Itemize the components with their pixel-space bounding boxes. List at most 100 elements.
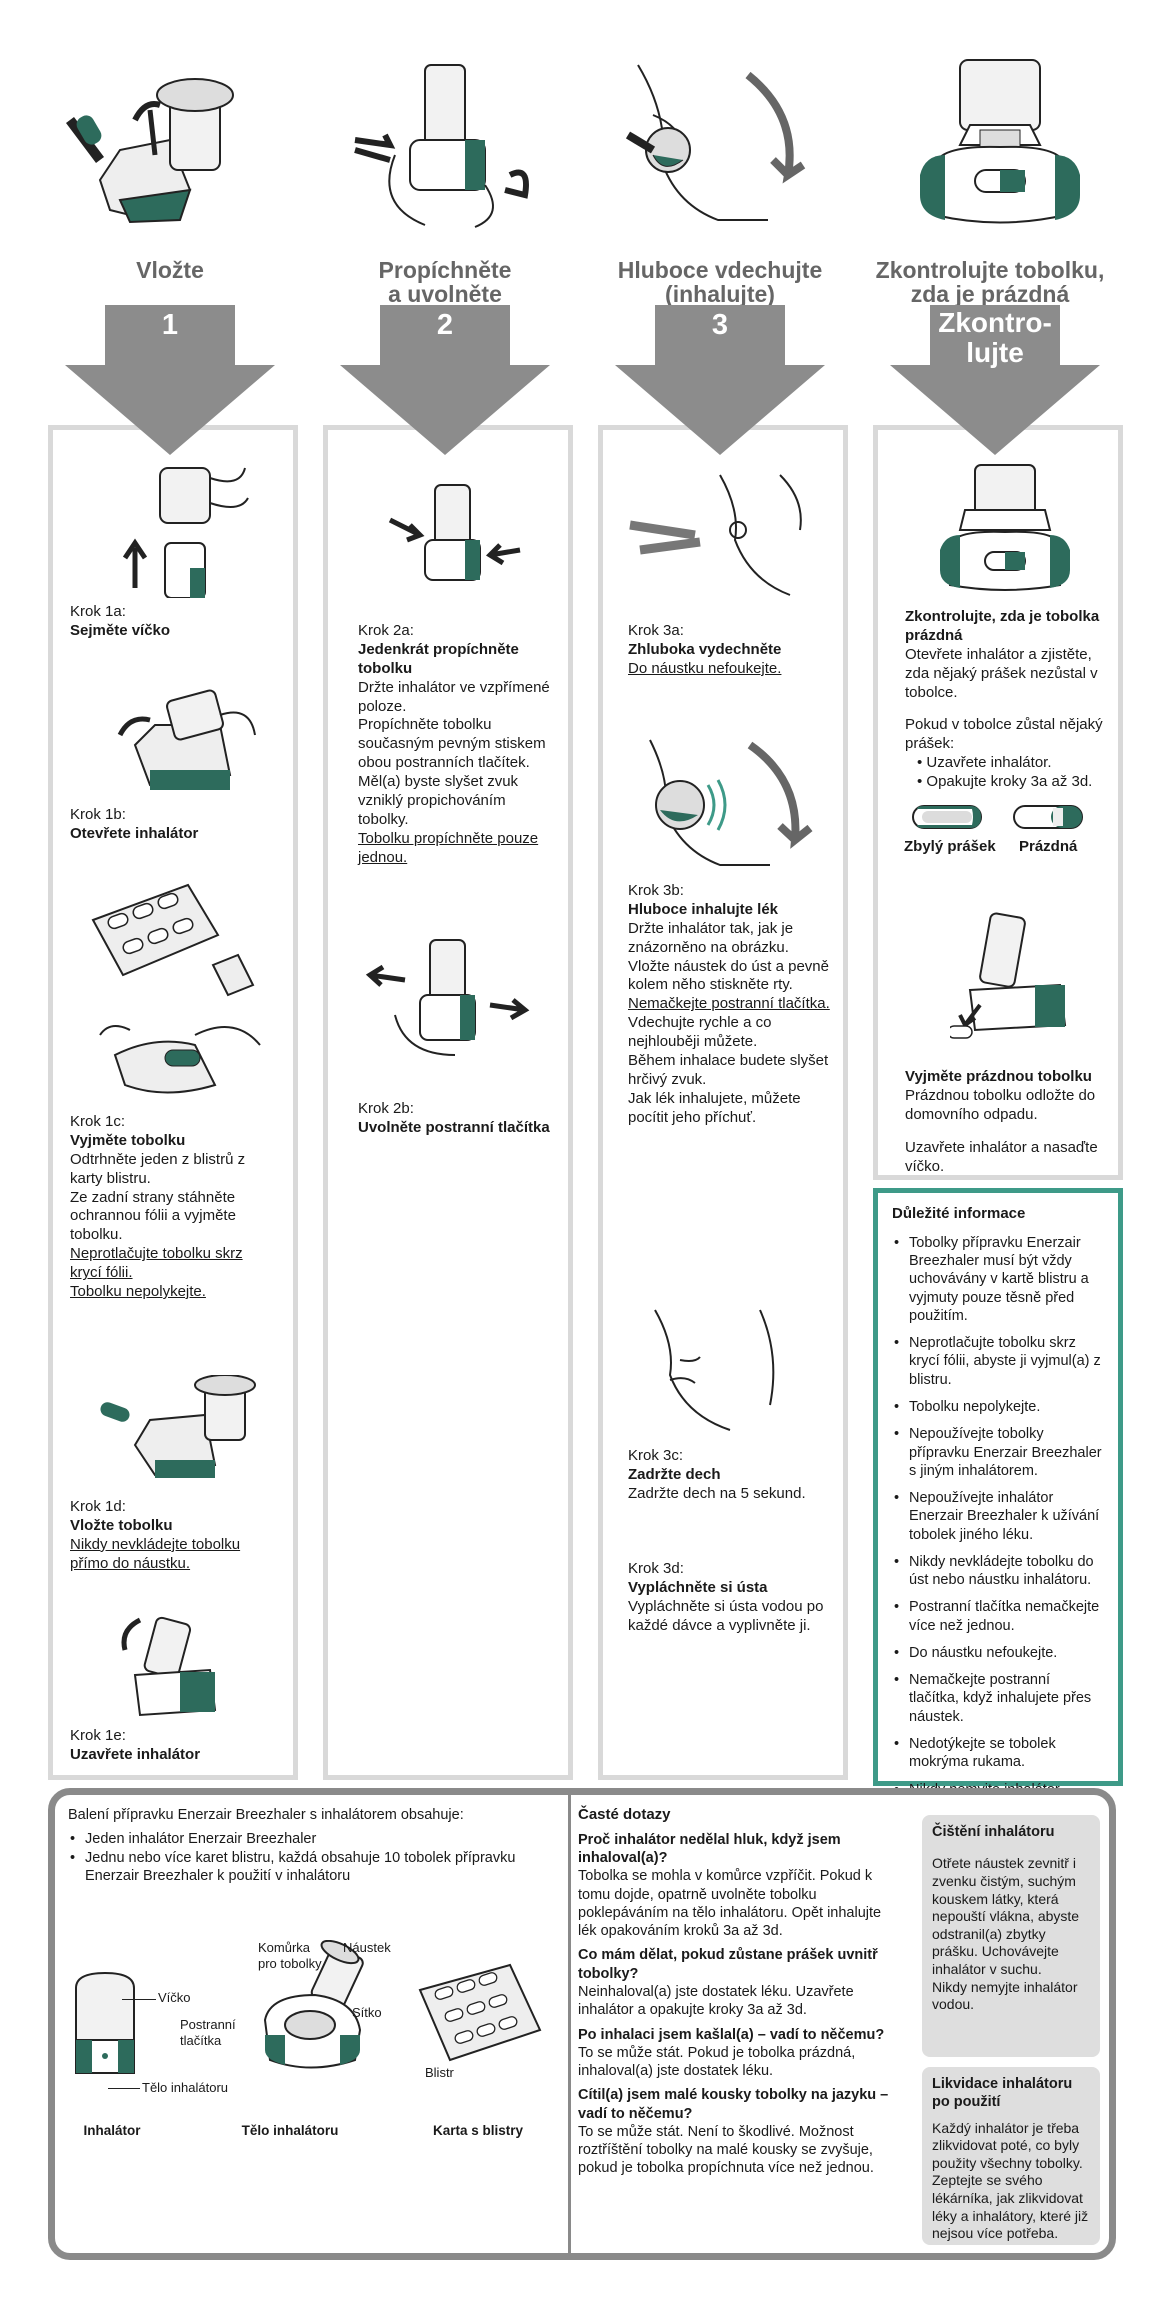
remove-cap-illustration bbox=[120, 458, 250, 598]
step-2a: Krok 2a: Jedenkrát propíchněte tobolku D… bbox=[358, 622, 558, 868]
pierce-small-illustration bbox=[385, 480, 525, 600]
step-3b-warning: Nemačkejte postranní tlačítka. bbox=[628, 995, 830, 1013]
step-1d: Krok 1d: Vložte tobolku Nikdy nevkládejt… bbox=[70, 1498, 270, 1574]
remove-capsule-text: Prázdnou tobolku odložte do domovního od… bbox=[905, 1086, 1096, 1123]
hold-breath-illustration bbox=[640, 1305, 820, 1435]
important-info-item: Postranní tlačítka nemačkejte více než j… bbox=[892, 1598, 1104, 1635]
step-1e-title: Uzavřete inhalátor bbox=[70, 1745, 201, 1763]
step-3b-text-1: Držte inhalátor tak, jak je znázorněno n… bbox=[628, 919, 829, 994]
check-capsule-text-2: Pokud v tobolce zůstal nějaký prášek: bbox=[905, 716, 1103, 753]
heading-pierce: Propíchněte a uvolněte bbox=[378, 257, 512, 308]
capsule-powder-icon bbox=[912, 805, 982, 829]
important-info-item: Nepoužívejte inhalátor Enerzair Breezhal… bbox=[892, 1489, 1104, 1544]
step-3d: Krok 3d: Vypláchněte si ústa Vypláchněte… bbox=[628, 1560, 843, 1636]
step-3b-number: Krok 3b: bbox=[628, 882, 684, 899]
important-info-item: Do náustku nefoukejte. bbox=[892, 1644, 1104, 1663]
step-3a-warning: Do náustku nefoukejte. bbox=[628, 659, 782, 677]
disposal-card: Likvidace inhalátoru po použití Každý in… bbox=[922, 2067, 1100, 2245]
step-2a-warning: Tobolku propíchněte pouze jednou. bbox=[358, 829, 539, 866]
step-1d-number: Krok 1d: bbox=[70, 1498, 126, 1515]
step-2a-text: Držte inhalátor ve vzpřímené poloze. Pro… bbox=[358, 678, 550, 828]
check-capsule-bullet-1-text: Uzavřete inhalátor. bbox=[926, 754, 1052, 772]
step-3d-title: Vypláchněte si ústa bbox=[628, 1578, 768, 1596]
arrow-label-3: 3 bbox=[711, 309, 729, 341]
arrow-step-3 bbox=[615, 305, 825, 475]
arrow-step-1 bbox=[65, 305, 275, 475]
heading-inhale: Hluboce vdechujte (inhalujte) bbox=[617, 257, 823, 308]
arrow-step-2 bbox=[340, 305, 550, 475]
remove-capsule-title: Vyjměte prázdnou tobolku bbox=[905, 1068, 1092, 1085]
inhaler-closed-illustration bbox=[68, 1968, 143, 2078]
open-inhaler-check-illustration bbox=[935, 460, 1075, 595]
faq-question: Cítil(a) jsem malé kousky tobolky na jaz… bbox=[578, 2087, 889, 2122]
capsule-empty-label: Prázdná bbox=[1019, 838, 1078, 855]
step-1c-title: Vyjměte tobolku bbox=[70, 1131, 186, 1149]
step-3a-number: Krok 3a: bbox=[628, 622, 684, 639]
step-3b-text-2: Vdechujte rychle a co nejhlouběji můžete… bbox=[628, 1014, 829, 1126]
arrow-step-check bbox=[890, 305, 1100, 475]
step-1d-title: Vložte tobolku bbox=[70, 1516, 173, 1534]
faq-answer: Neinhaloval(a) jste dostatek léku. Uzavř… bbox=[578, 1984, 854, 2019]
step-1b-number: Krok 1b: bbox=[70, 806, 126, 823]
caption-inhaler-body: Tělo inhalátoru bbox=[241, 2123, 339, 2138]
remove-capsule-text-2: Uzavřete inhalátor a nasaďte víčko. bbox=[905, 1138, 1098, 1175]
step-3c-number: Krok 3c: bbox=[628, 1447, 684, 1464]
close-inhaler-illustration bbox=[115, 1610, 235, 1720]
inhale-deep-illustration bbox=[620, 730, 830, 870]
pack-contents-item: Jeden inhalátor Enerzair Breezhaler bbox=[68, 1830, 548, 1849]
step-1c-number: Krok 1c: bbox=[70, 1113, 126, 1130]
disposal-title: Likvidace inhalátoru po použití bbox=[932, 2076, 1073, 2111]
step-1c-text: Odtrhněte jeden z blistrů z karty blistr… bbox=[70, 1150, 246, 1244]
faq-question: Po inhalaci jsem kašlal(a) – vadí to něč… bbox=[578, 2026, 885, 2043]
step-1a-number: Krok 1a: bbox=[70, 603, 126, 620]
inhaler-open-illustration bbox=[255, 1940, 375, 2075]
arrow-label-check: Zkontro- lujte bbox=[938, 307, 1052, 369]
step-3d-number: Krok 3d: bbox=[628, 1560, 684, 1577]
column-1-box bbox=[48, 425, 298, 1780]
faq-section: Časté dotazy Proč inhalátor nedělal hluk… bbox=[578, 1806, 898, 2178]
cleaning-card: Čištění inhalátoru Otřete náustek zevnit… bbox=[922, 1815, 1100, 2057]
step-1b-title: Otevřete inhalátor bbox=[70, 824, 199, 842]
step-3b-title: Hluboce inhalujte lék bbox=[628, 900, 779, 918]
capsule-powder-label: Zbylý prášek bbox=[904, 838, 996, 855]
step-1e: Krok 1e: Uzavřete inhalátor bbox=[70, 1727, 270, 1765]
important-info-list: Tobolky přípravku Enerzair Breezhaler mu… bbox=[892, 1234, 1104, 1817]
inhale-illustration bbox=[608, 55, 838, 230]
faq-question: Co mám dělat, pokud zůstane prášek uvnit… bbox=[578, 1947, 878, 1982]
label-mouthpiece: Náustek bbox=[343, 1940, 391, 1955]
label-cap: Víčko bbox=[158, 1990, 191, 2005]
cleaning-text: Otřete náustek zevnitř i zvenku čistým, … bbox=[932, 1855, 1080, 2013]
step-2b: Krok 2b: Uvolněte postranní tlačítka bbox=[358, 1100, 558, 1138]
important-info-item: Tobolky přípravku Enerzair Breezhaler mu… bbox=[892, 1234, 1104, 1325]
faq-question: Proč inhalátor nedělal hluk, když jsem i… bbox=[578, 1831, 841, 1867]
remove-capsule-step: Vyjměte prázdnou tobolku Prázdnou tobolk… bbox=[905, 1068, 1115, 1176]
exhale-illustration bbox=[620, 470, 830, 600]
remove-capsule-illustration bbox=[950, 910, 1080, 1040]
peel-foil-illustration bbox=[95, 1005, 265, 1105]
pack-contents-list: Jeden inhalátor Enerzair Breezhaler Jedn… bbox=[68, 1830, 548, 1885]
step-1c-warning-2: Tobolku nepolykejte. bbox=[70, 1283, 206, 1301]
insert-capsule-illustration bbox=[60, 60, 270, 230]
step-3a: Krok 3a: Zhluboka vydechněte Do náustku … bbox=[628, 622, 838, 679]
step-1b: Krok 1b: Otevřete inhalátor bbox=[70, 806, 270, 844]
faq-answer: To se může stát. Pokud je tobolka prázdn… bbox=[578, 2044, 856, 2080]
faq-answer: To se může stát. Není to škodlivé. Možno… bbox=[578, 2123, 874, 2177]
step-1a-title: Sejměte víčko bbox=[70, 621, 171, 639]
check-capsule-illustration bbox=[900, 55, 1100, 230]
label-blister: Blistr bbox=[425, 2065, 454, 2080]
release-buttons-illustration bbox=[365, 935, 535, 1060]
column-3-box bbox=[598, 425, 848, 1780]
step-1c-warning-1: Neprotlačujte tobolku skrz krycí fólii. bbox=[70, 1245, 243, 1282]
leader-body bbox=[108, 2088, 140, 2089]
open-inhaler-illustration bbox=[110, 685, 260, 795]
leader-cap bbox=[122, 1999, 156, 2000]
important-info-item: Neprotlačujte tobolku skrz krycí fólii, … bbox=[892, 1334, 1104, 1389]
label-buttons: Postranní tlačítka bbox=[180, 2017, 236, 2049]
blister-card-small-illustration bbox=[415, 1960, 545, 2070]
important-info-item: Nedotýkejte se tobolek mokrýma rukama. bbox=[892, 1735, 1104, 1772]
step-2a-title: Jedenkrát propíchněte tobolku bbox=[358, 640, 519, 677]
faq-answer: Tobolka se mohla v komůrce vzpříčit. Pok… bbox=[578, 1868, 882, 1940]
heading-check: Zkontrolujte tobolku, zda je prázdná bbox=[875, 257, 1105, 308]
step-1a: Krok 1a: Sejměte víčko bbox=[70, 603, 270, 641]
step-2b-title: Uvolněte postranní tlačítka bbox=[358, 1118, 550, 1136]
